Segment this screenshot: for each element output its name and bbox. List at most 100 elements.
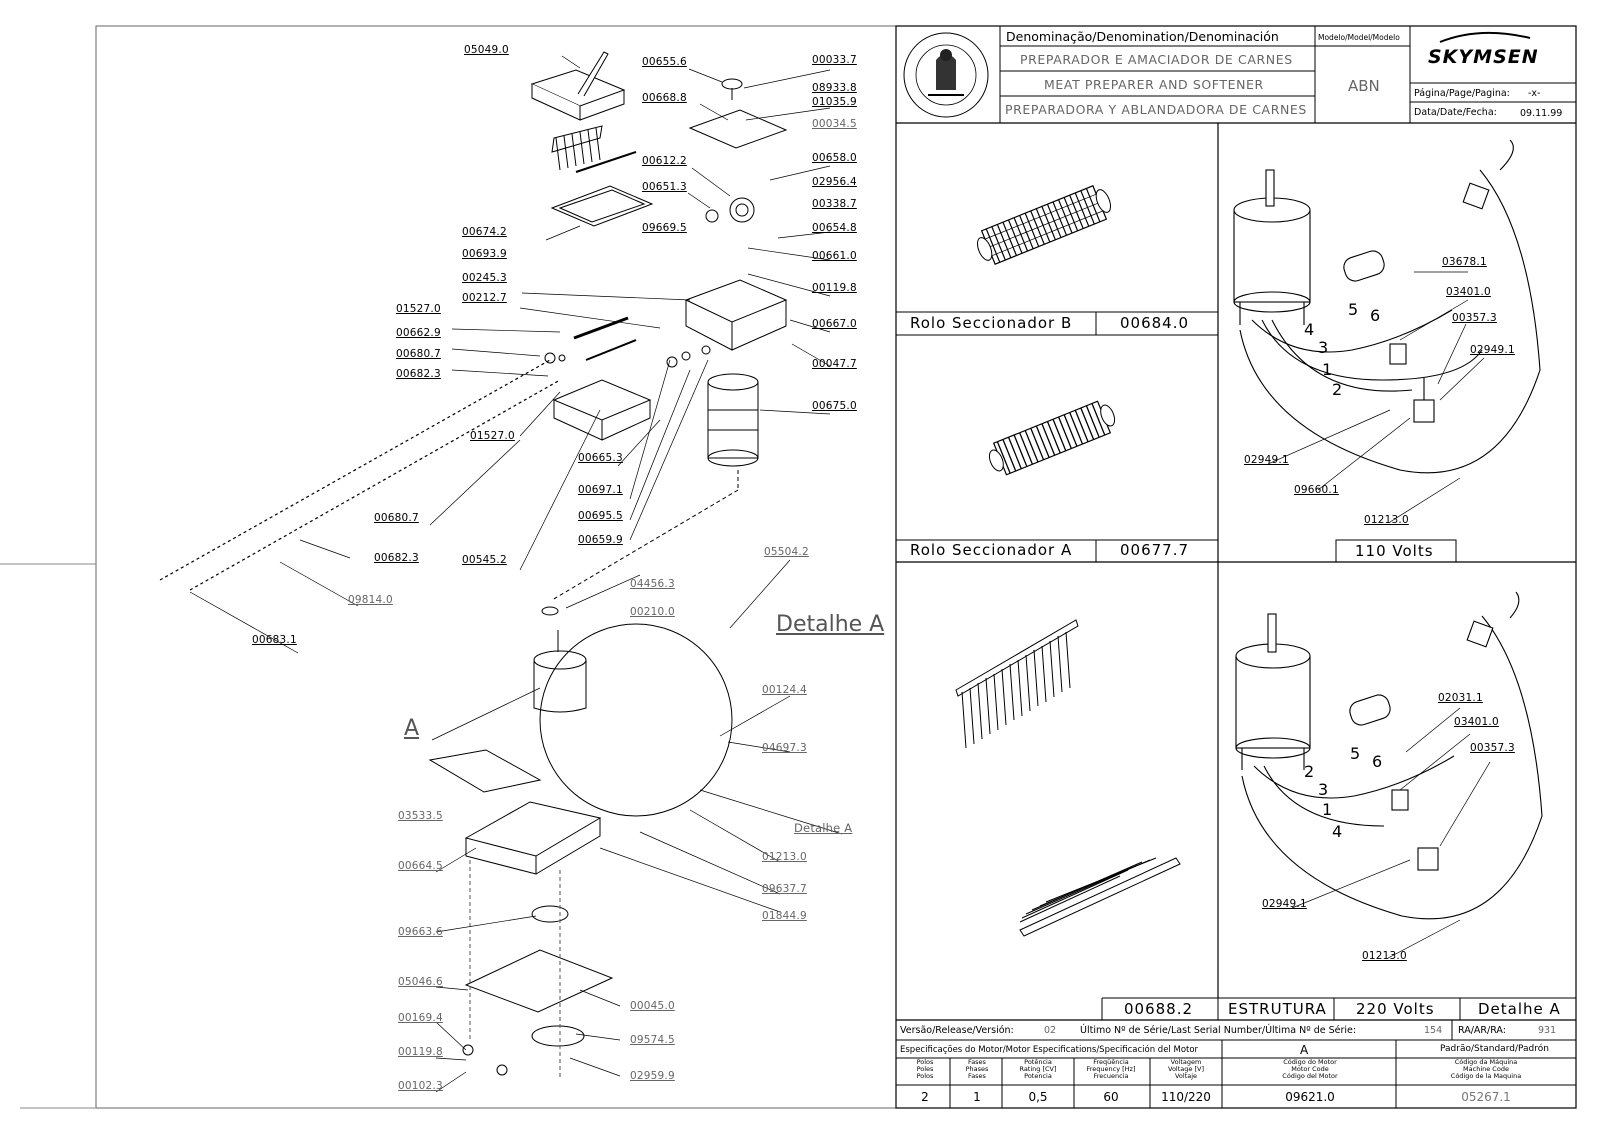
v110-label-1: 03678.1 bbox=[1442, 256, 1487, 268]
exploded-view-drawing bbox=[159, 51, 788, 1080]
roller-b-drawing bbox=[977, 185, 1111, 265]
page-label: Página/Page/Pagina: bbox=[1414, 88, 1510, 99]
poles-value: 2 bbox=[921, 1090, 929, 1104]
product-name-pt: PREPARADOR E AMACIADOR DE CARNES bbox=[1020, 52, 1293, 67]
part-label: 09574.5 bbox=[630, 1034, 675, 1046]
part-label: 00124.4 bbox=[762, 684, 807, 696]
part-label: 00695.5 bbox=[578, 510, 623, 522]
v110-label-5: 02949.1 bbox=[1244, 454, 1289, 466]
part-label: 00045.0 bbox=[630, 1000, 675, 1012]
part-label: 00212.7 bbox=[462, 292, 507, 304]
part-label: 00654.8 bbox=[812, 222, 857, 234]
part-label: 00680.7 bbox=[396, 348, 441, 360]
part-label: 00047.7 bbox=[812, 358, 857, 370]
part-label: 01213.0 bbox=[762, 851, 807, 863]
v220-caption: 220 Volts bbox=[1356, 1000, 1435, 1018]
frequency-value: 60 bbox=[1103, 1090, 1119, 1104]
v220-wire-3: 3 bbox=[1318, 780, 1329, 799]
part-label: 00102.3 bbox=[398, 1080, 443, 1092]
date-label: Data/Date/Fecha: bbox=[1414, 107, 1497, 118]
part-label: 02959.9 bbox=[630, 1070, 675, 1082]
part-label: 00612.2 bbox=[642, 155, 687, 167]
v110-wire-6: 6 bbox=[1370, 306, 1381, 325]
v220-label-2: 03401.0 bbox=[1454, 716, 1499, 728]
structure-comb-drawing bbox=[955, 619, 1181, 937]
part-label: 01527.0 bbox=[396, 303, 441, 315]
part-label: 00651.3 bbox=[642, 181, 687, 193]
part-label: 00675.0 bbox=[812, 400, 857, 412]
v220-label-3: 00357.3 bbox=[1470, 742, 1515, 754]
part-label: 00119.8 bbox=[812, 282, 857, 294]
part-label: 00664.5 bbox=[398, 860, 443, 872]
v110-wire-4: 4 bbox=[1304, 320, 1315, 339]
part-label: 00033.7 bbox=[812, 54, 857, 66]
motor-spec-value: A bbox=[1300, 1043, 1309, 1057]
part-label: 00697.1 bbox=[578, 484, 623, 496]
v220-label-5: 01213.0 bbox=[1362, 950, 1407, 962]
motor-110v-drawing bbox=[1233, 139, 1541, 474]
product-name-en: MEAT PREPARER AND SOFTENER bbox=[1044, 77, 1264, 92]
part-label: 08933.8 bbox=[812, 82, 857, 94]
leader-lines bbox=[189, 55, 1491, 1093]
part-label: 00659.9 bbox=[578, 534, 623, 546]
version-value: 02 bbox=[1044, 1025, 1057, 1036]
ra-value: 931 bbox=[1538, 1025, 1557, 1036]
part-label: 00665.3 bbox=[578, 452, 623, 464]
part-label: 00682.3 bbox=[396, 368, 441, 380]
detalhe-a-small-label: Detalhe A bbox=[794, 821, 853, 835]
part-label: 00682.3 bbox=[374, 552, 419, 564]
part-label: 00668.8 bbox=[642, 92, 687, 104]
roller-a-code: 00677.7 bbox=[1120, 541, 1190, 559]
v220-wire-1: 1 bbox=[1322, 800, 1333, 819]
roller-b-caption: Rolo Seccionador B bbox=[910, 314, 1073, 332]
part-label: 01844.9 bbox=[762, 910, 807, 922]
motor-220v-drawing bbox=[1235, 591, 1543, 920]
detalhe-a-caption: Detalhe A bbox=[1478, 1000, 1561, 1018]
product-name-es: PREPARADORA Y ABLANDADORA DE CARNES bbox=[1005, 102, 1307, 117]
part-label: 00662.9 bbox=[396, 327, 441, 339]
part-label: 00119.8 bbox=[398, 1046, 443, 1058]
part-label: 09663.6 bbox=[398, 926, 443, 938]
v110-caption: 110 Volts bbox=[1355, 542, 1434, 560]
part-label: 00338.7 bbox=[812, 198, 857, 210]
voltage-value: 110/220 bbox=[1161, 1090, 1211, 1104]
denomination-header: Denominação/Denomination/Denominación bbox=[1006, 29, 1279, 44]
part-label: 00655.6 bbox=[642, 56, 687, 68]
version-label: Versão/Release/Versión: bbox=[900, 1025, 1014, 1036]
v220-wire-2: 2 bbox=[1304, 762, 1315, 781]
part-label: 00667.0 bbox=[812, 318, 857, 330]
roller-a-caption: Rolo Seccionador A bbox=[910, 541, 1073, 559]
date-value: 09.11.99 bbox=[1520, 108, 1563, 119]
detalhe-a-big-label: Detalhe A bbox=[776, 612, 885, 637]
part-label: 03533.5 bbox=[398, 810, 443, 822]
part-label: 01035.9 bbox=[812, 96, 857, 108]
part-label: 00680.7 bbox=[374, 512, 419, 524]
v110-label-7: 01213.0 bbox=[1364, 514, 1409, 526]
motor-spec-label: Especificações do Motor/Motor Especifica… bbox=[900, 1045, 1199, 1055]
part-label: 00545.2 bbox=[462, 554, 507, 566]
roller-a-drawing bbox=[988, 400, 1116, 476]
v110-wire-3: 3 bbox=[1318, 338, 1329, 357]
part-label: 00169.4 bbox=[398, 1012, 443, 1024]
part-label: 05049.0 bbox=[464, 44, 509, 56]
part-label: 00210.0 bbox=[630, 606, 675, 618]
part-label: 00658.0 bbox=[812, 152, 857, 164]
serial-value: 154 bbox=[1424, 1025, 1443, 1036]
v110-wire-5: 5 bbox=[1348, 300, 1359, 319]
part-label: 00245.3 bbox=[462, 272, 507, 284]
structure-code: 00688.2 bbox=[1124, 1000, 1194, 1018]
serial-label: Último Nº de Série/Last Serial Number/Úl… bbox=[1080, 1025, 1357, 1036]
brand-logo: SKYMSEN bbox=[1428, 46, 1539, 68]
part-label: 00034.5 bbox=[812, 118, 857, 130]
v110-label-2: 03401.0 bbox=[1446, 286, 1491, 298]
v110-label-4: 02949.1 bbox=[1470, 344, 1515, 356]
part-label: 01527.0 bbox=[470, 430, 515, 442]
